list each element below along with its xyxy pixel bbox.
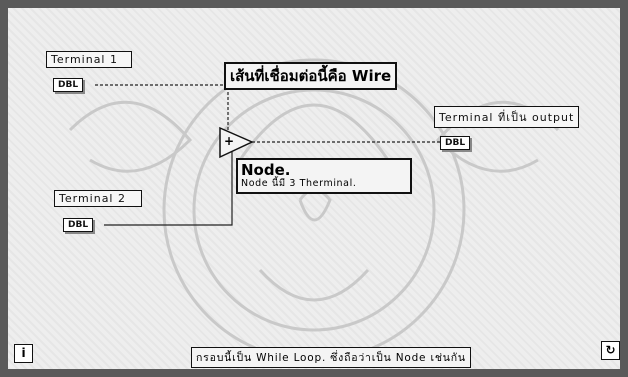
terminal2-label: Terminal 2	[54, 190, 142, 207]
terminal1-control[interactable]: DBL	[53, 78, 83, 92]
wire-annotation: เส้นที่เชื่อมต่อนี้คือ Wire	[224, 62, 397, 90]
wire-terminal1	[95, 85, 228, 142]
terminal1-label: Terminal 1	[46, 51, 132, 68]
node-subtitle: Node นี้มี 3 Therminal.	[241, 178, 407, 190]
node-title: Node.	[241, 162, 407, 178]
output-terminal-label: Terminal ที่เป็น output	[434, 106, 579, 128]
iteration-terminal-icon[interactable]: i	[14, 344, 33, 363]
node-annotation: Node. Node นี้มี 3 Therminal.	[236, 158, 412, 194]
wire-terminal2	[104, 148, 232, 225]
loop-condition-icon[interactable]: ↻	[601, 341, 620, 360]
terminal2-control[interactable]: DBL	[63, 218, 93, 232]
add-node-symbol[interactable]: +	[224, 134, 234, 148]
output-terminal-indicator[interactable]: DBL	[440, 136, 470, 150]
while-loop-label: กรอบนี้เป็น While Loop. ซึ่งถือว่าเป็น N…	[191, 347, 471, 368]
